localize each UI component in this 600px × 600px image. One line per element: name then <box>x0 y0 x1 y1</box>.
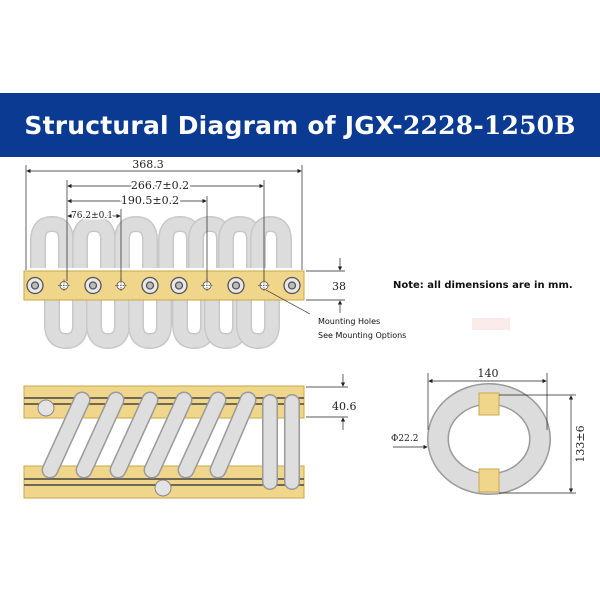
dim-inner-hole-spacing: 76.2±0.1 <box>71 211 113 221</box>
dim-top-height: 38 <box>332 280 346 293</box>
side-view: 40.6 <box>23 374 357 499</box>
mounting-options-callout: See Mounting Options <box>318 331 406 340</box>
end-bottom-block <box>478 468 500 493</box>
end-top-block <box>478 392 500 416</box>
end-view: 140 133±6 Φ22.2 <box>391 365 587 495</box>
side-view-wire-ends <box>37 399 172 497</box>
dim-overall-length: 368.3 <box>132 158 164 171</box>
dim-end-width: 140 <box>478 367 499 380</box>
dim-end-height: 133±6 <box>574 425 587 462</box>
top-view-dimensions <box>25 165 345 315</box>
top-view: 368.3 266.7±0.2 190.5±0.2 76.2±0.1 38 Mo… <box>23 158 406 350</box>
title-banner: Structural Diagram of JGX-2228-1250B <box>0 93 600 157</box>
dim-side-height: 40.6 <box>332 400 357 413</box>
page-title: Structural Diagram of JGX-2228-1250B <box>24 110 576 140</box>
dim-wire-diameter: Φ22.2 <box>391 434 418 444</box>
faint-marker <box>472 318 510 330</box>
model-number: 2228-1250B <box>402 110 576 140</box>
mounting-holes-callout: Mounting Holes <box>318 317 380 326</box>
top-view-mounting-holes <box>58 279 270 292</box>
dim-middle-hole-spacing: 190.5±0.2 <box>121 194 179 207</box>
top-mounting-plate <box>23 270 305 301</box>
side-view-coils <box>41 391 300 490</box>
units-note: Note: all dimensions are in mm. <box>393 280 573 291</box>
top-view-coils <box>30 215 292 350</box>
top-view-bolts <box>26 276 301 295</box>
dim-outer-hole-spacing: 266.7±0.2 <box>131 179 189 192</box>
